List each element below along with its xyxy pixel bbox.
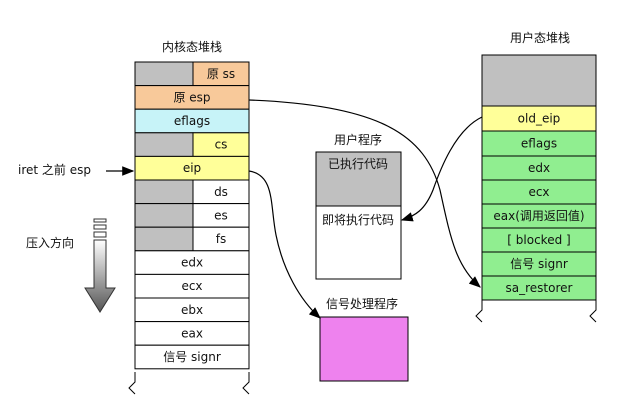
user-stack-cell: 信号 signr [481, 251, 597, 277]
kernel-stack-cell: es [134, 203, 250, 228]
iret-esp-label: iret 之前 esp [18, 162, 91, 177]
kernel-stack-cell: 原 ss [134, 61, 250, 87]
user-stack-cell: eflags [481, 130, 597, 157]
signal-handler-title: 信号处理程序 [326, 296, 398, 311]
kernel-stack-cell-label: 原 ss [207, 67, 235, 81]
executed-code-region [315, 151, 402, 207]
user-stack-cell-box [481, 130, 597, 157]
user-stack-cell-label: eax(调用返回值) [493, 208, 584, 223]
user-stack-cell-label: edx [528, 161, 550, 175]
kernel-stack-cell-unused [134, 61, 194, 87]
user-stack-cell-box [481, 54, 597, 107]
user-stack-cell: [ blocked ] [481, 227, 597, 253]
kernel-stack-cell-unused [134, 203, 194, 228]
user-stack-cell: eax(调用返回值) [481, 203, 597, 229]
kernel-stack-cell-label: es [214, 208, 228, 222]
user-stack-cell: old_eip [481, 105, 597, 132]
user-stack-cell-label: [ blocked ] [507, 233, 570, 247]
user-stack-cell-box [481, 275, 597, 301]
push-direction-arrow-icon [84, 218, 116, 313]
user-program-box: 已执行代码 即将执行代码 [315, 151, 402, 280]
kernel-stack-cell-unused [134, 179, 194, 205]
kernel-stack-cell-label: fs [216, 232, 226, 246]
kernel-stack-cell-label: edx [181, 256, 203, 270]
pending-code-label: 即将执行代码 [322, 213, 394, 227]
kernel-stack-break-right [242, 372, 250, 395]
kernel-stack-cell-label: ecx [181, 279, 202, 293]
kernel-stack-cell-label: ds [214, 185, 228, 199]
user-stack-cell-label: old_eip [518, 112, 561, 126]
user-stack-cell [481, 54, 597, 107]
user-stack-cell: ecx [481, 179, 597, 205]
push-direction-label: 压入方向 [26, 235, 74, 250]
old-eip-to-user-program-arrow [400, 116, 483, 222]
kernel-stack-cell-label: eflags [174, 114, 210, 128]
kernel-stack-cell-label: ebx [181, 303, 203, 317]
user-stack-cell-label: 信号 signr [510, 257, 568, 271]
user-stack-cell-box [481, 251, 597, 277]
kernel-stack-cell-value [134, 344, 250, 370]
pending-code-region [315, 205, 402, 280]
kernel-stack-cell-label: eip [183, 161, 201, 175]
kernel-stack-cell: 信号 signr [134, 344, 250, 370]
user-program-title: 用户程序 [334, 132, 382, 147]
user-stack-cell-label: eflags [521, 137, 557, 151]
signal-handler-box [319, 316, 409, 382]
kernel-stack-cell-unused [134, 226, 194, 252]
user-stack-cell-box [481, 155, 597, 181]
user-stack-title: 用户态堆栈 [510, 30, 570, 45]
kernel-stack-cell-label: cs [215, 138, 228, 152]
kernel-stack-cell: ds [134, 179, 250, 205]
kernel-stack-cell: eax [134, 321, 250, 346]
user-stack-cell-label: ecx [528, 185, 549, 199]
kernel-stack-title: 内核态堆栈 [162, 39, 222, 54]
user-stack-cell-box [481, 105, 597, 132]
kernel-stack-cell: ecx [134, 273, 250, 299]
kernel-stack-cell-unused [134, 132, 194, 157]
kernel-stack-cell: ebx [134, 297, 250, 323]
kernel-stack-cell: eip [134, 155, 250, 181]
kernel-stack-cell-label: eax [181, 326, 203, 340]
kernel-stack-cell: fs [134, 226, 250, 252]
kernel-stack-cell: 原 esp [134, 85, 250, 110]
user-stack-cell-box [481, 203, 597, 229]
executed-code-label: 已执行代码 [328, 157, 388, 171]
kernel-stack-cell: eflags [134, 108, 250, 134]
kernel-stack-break-left [128, 372, 136, 395]
kernel-stack-cell-label: 信号 signr [163, 350, 221, 364]
kernel-stack-cell: edx [134, 250, 250, 275]
kernel-stack-cell: cs [134, 132, 250, 157]
eip-to-signal-handler-arrow [248, 170, 321, 319]
kernel-stack-cell-label: 原 esp [173, 90, 210, 104]
user-stack-break-left [475, 300, 483, 323]
user-stack-cell-label: sa_restorer [506, 281, 573, 295]
user-stack-cell: sa_restorer [481, 275, 597, 301]
orig-esp-to-user-stack-arrow [248, 99, 481, 288]
user-stack-cell: edx [481, 155, 597, 181]
user-stack-break-right [589, 300, 597, 323]
